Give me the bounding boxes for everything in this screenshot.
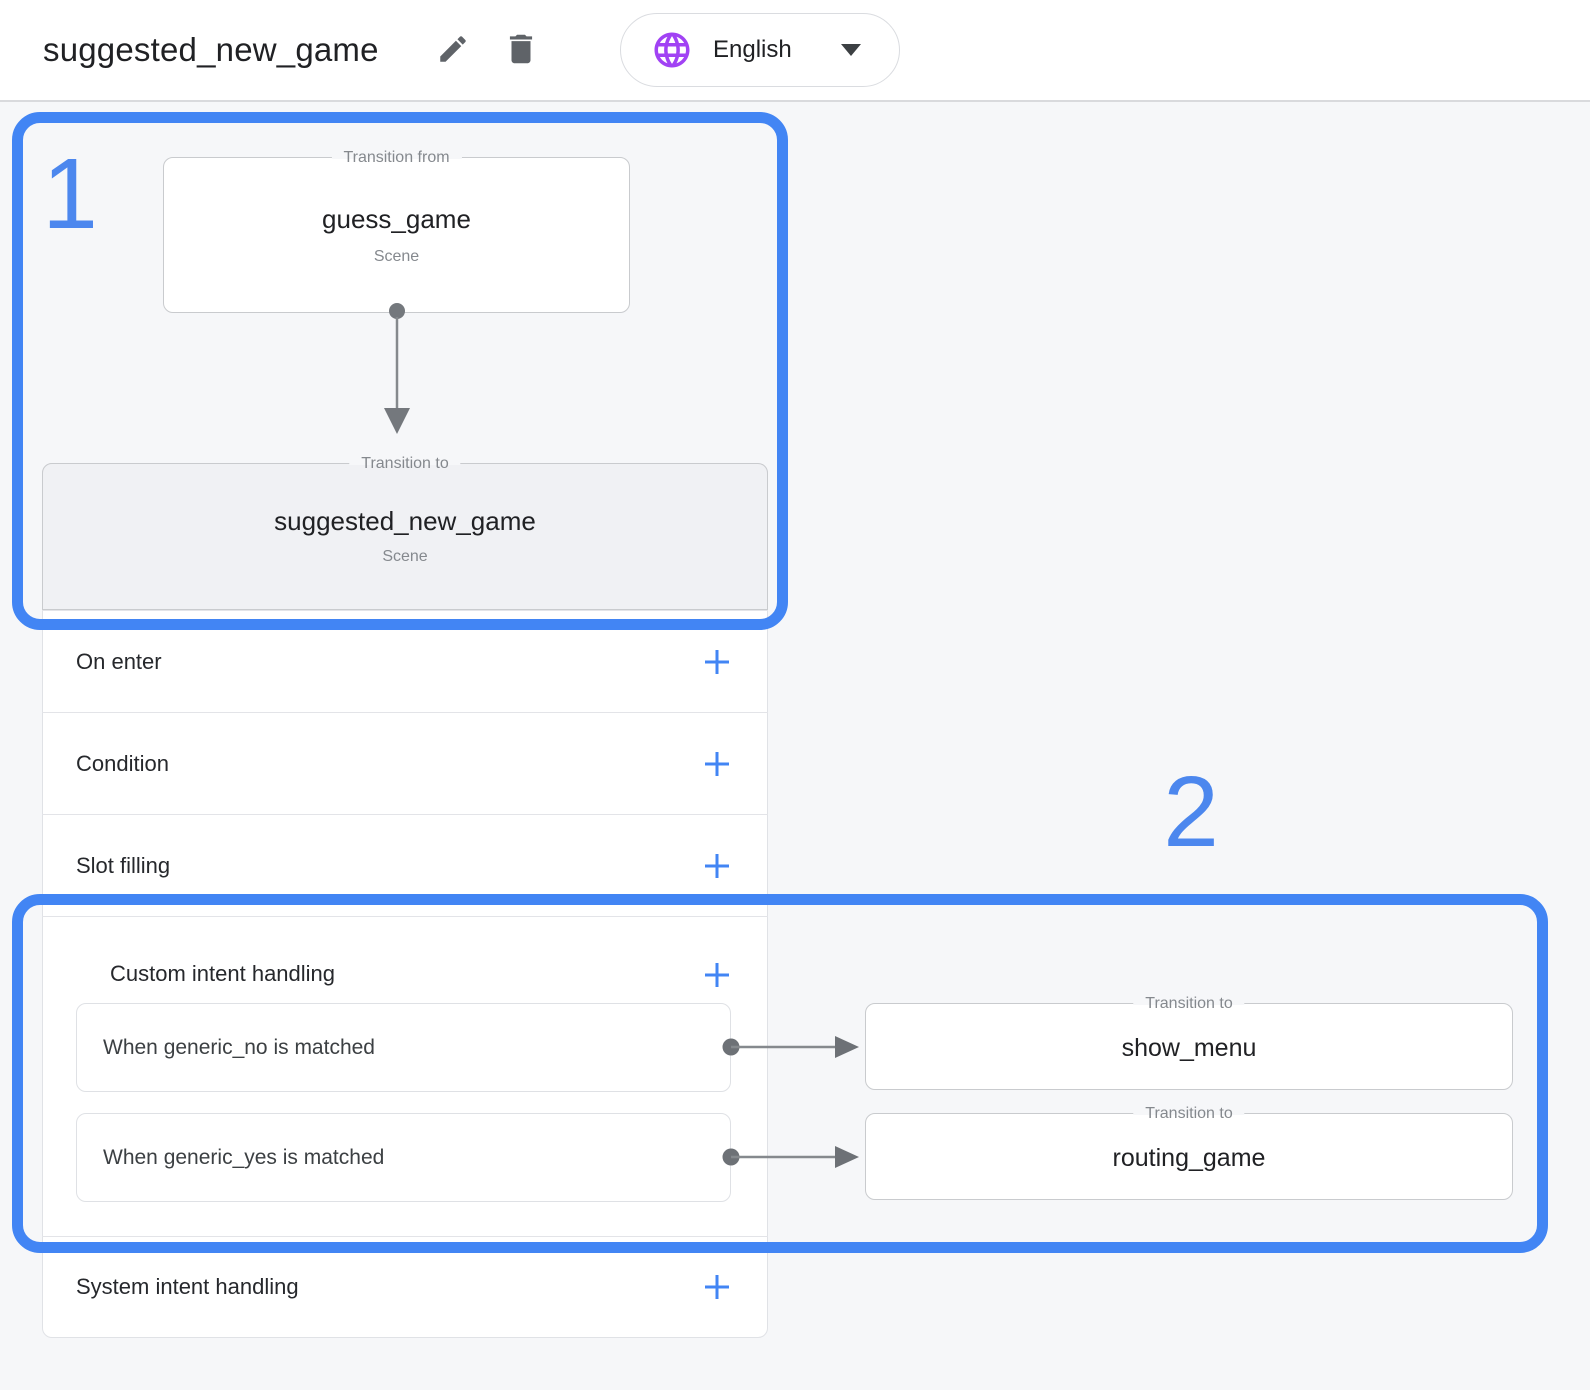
target-scene-name: show_menu — [1121, 1034, 1257, 1062]
language-selector[interactable]: English — [620, 13, 900, 87]
intent-row-generic-no[interactable]: When generic_no is matched — [76, 1003, 731, 1092]
add-icon — [702, 649, 732, 680]
intent-when-label: When generic_yes is matched — [103, 1145, 385, 1169]
add-condition-button[interactable] — [702, 749, 732, 779]
section-system-intent-handling: System intent handling — [42, 1236, 768, 1336]
add-icon — [702, 963, 732, 993]
add-custom-intent-button[interactable] — [702, 960, 732, 990]
intent-row-generic-yes[interactable]: When generic_yes is matched — [76, 1113, 731, 1202]
from-scene-name: guess_game — [322, 204, 471, 234]
chevron-down-icon — [841, 44, 861, 56]
section-slot-filling-label: Slot filling — [76, 852, 171, 878]
trash-icon — [502, 34, 540, 71]
add-system-intent-button[interactable] — [702, 1272, 732, 1302]
top-bar: suggested_new_game English — [0, 0, 1590, 102]
annotation-number-2: 2 — [1163, 756, 1219, 868]
delete-scene-button[interactable] — [502, 30, 540, 68]
transition-from-legend: Transition from — [331, 147, 462, 169]
edit-icon — [436, 36, 470, 69]
to-scene-type: Scene — [382, 548, 428, 565]
section-condition-label: Condition — [76, 750, 169, 776]
section-condition: Condition — [42, 712, 768, 814]
section-system-intent-label: System intent handling — [76, 1273, 299, 1299]
page-title: suggested_new_game — [43, 31, 379, 68]
section-on-enter-label: On enter — [76, 648, 162, 674]
globe-icon — [651, 29, 693, 71]
add-icon — [702, 1274, 732, 1305]
section-custom-intent-label: Custom intent handling — [110, 961, 336, 986]
language-label: English — [713, 36, 792, 63]
transition-target-show-menu[interactable]: Transition to show_menu — [865, 993, 1513, 1090]
transition-arrow-down — [384, 303, 410, 434]
annotation-number-1: 1 — [42, 138, 98, 250]
section-on-enter: On enter — [42, 610, 768, 712]
section-custom-intent-handling: Custom intent handling — [42, 916, 768, 1236]
transition-to-legend: Transition to — [1133, 993, 1245, 1015]
intent-when-label: When generic_no is matched — [103, 1035, 375, 1059]
add-icon — [702, 853, 732, 884]
to-scene-name: suggested_new_game — [274, 506, 536, 536]
transition-target-routing-game[interactable]: Transition to routing_game — [865, 1103, 1513, 1200]
transition-to-node: Transition to suggested_new_game Scene — [42, 453, 768, 610]
section-slot-filling: Slot filling — [42, 814, 768, 916]
add-on-enter-button[interactable] — [702, 647, 732, 677]
target-scene-name: routing_game — [1112, 1144, 1266, 1172]
edit-scene-button[interactable] — [436, 32, 470, 66]
transition-to-legend: Transition to — [1133, 1103, 1245, 1125]
transition-from-node[interactable]: Transition from guess_game Scene — [163, 147, 630, 313]
add-icon — [702, 751, 732, 782]
from-scene-type: Scene — [373, 248, 420, 265]
transition-to-legend: Transition to — [349, 453, 461, 475]
add-slot-filling-button[interactable] — [702, 851, 732, 881]
